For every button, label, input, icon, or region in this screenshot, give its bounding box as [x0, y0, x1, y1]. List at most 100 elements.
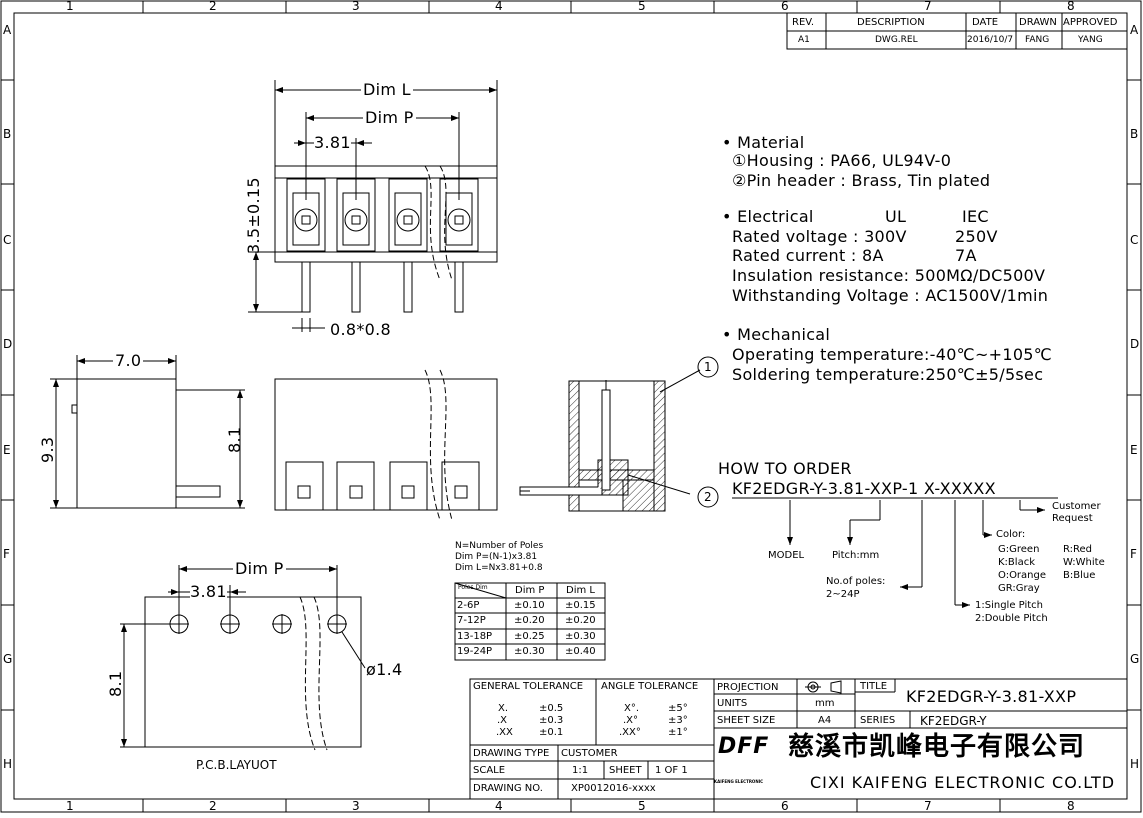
- col-label: 8: [1067, 799, 1075, 813]
- sheet-size-label: SHEET SIZE: [717, 715, 776, 726]
- color-option: B:Blue: [1063, 570, 1096, 581]
- sheet-size-value: A4: [818, 715, 832, 726]
- drawing-no-label: DRAWING NO.: [473, 783, 543, 794]
- gen-tol-key: .X: [497, 715, 508, 726]
- col-label: 5: [638, 799, 646, 813]
- color-option: GR:Gray: [998, 583, 1040, 594]
- tol-cell: ±0.10: [514, 600, 545, 611]
- series-label: SERIES: [860, 715, 896, 726]
- rated-voltage: Rated voltage : 300V: [732, 227, 907, 246]
- row-ticks: [1, 79, 1141, 711]
- front-view: [274, 369, 498, 521]
- pcb-layout: [120, 565, 366, 751]
- tol-cell: ±0.25: [514, 631, 545, 642]
- row-label: G: [3, 652, 13, 666]
- callout-1: 1: [704, 360, 712, 374]
- callout-2: 2: [704, 490, 712, 504]
- width-label: 7.0: [113, 351, 144, 370]
- dim-l-label: Dim L: [361, 80, 413, 99]
- sheet-value: 1 OF 1: [655, 765, 688, 776]
- col-label: 5: [638, 0, 646, 13]
- company-name-en: CIXI KAIFENG ELECTRONIC CO.LTD: [810, 773, 1116, 792]
- angle-tolerance-label: ANGLE TOLERANCE: [601, 681, 699, 692]
- logo-subtext: KAIFENG ELECTRONIC: [714, 779, 764, 784]
- pin-header-spec: ②Pin header : Brass, Tin plated: [732, 171, 991, 190]
- row-label: E: [3, 443, 11, 457]
- tol-cell: 2-6P: [457, 600, 480, 611]
- operating-temp: Operating temperature:-40℃~+105℃: [732, 345, 1053, 364]
- dim-p-label: Dim P: [363, 108, 416, 127]
- pin-label: 0.8*0.8: [330, 320, 391, 339]
- row-label: D: [3, 337, 13, 351]
- sheet-label: SHEET: [609, 765, 642, 776]
- ang-tol-val: ±1°: [668, 727, 688, 738]
- series-value: KF2EDGR-Y: [920, 714, 987, 728]
- tol-cell: 19-24P: [457, 646, 493, 657]
- order-title: HOW TO ORDER: [718, 459, 852, 478]
- row-label: A: [3, 23, 12, 37]
- ang-tol-key: .XX°: [619, 727, 641, 738]
- rated-current: Rated current : 8A: [732, 246, 884, 265]
- tol-cell: ±0.15: [565, 600, 596, 611]
- col-label: 7: [924, 0, 932, 13]
- row-label: D: [1130, 337, 1140, 351]
- order-poles: No.of poles:: [826, 576, 886, 587]
- tol-cell: ±0.30: [565, 631, 596, 642]
- formula-l: Dim L=Nx3.81+0.8: [455, 563, 543, 573]
- body-height-label: 8.1: [225, 426, 244, 453]
- drawing-type-value: CUSTOMER: [561, 748, 618, 759]
- rev-header: APPROVED: [1063, 17, 1118, 28]
- ang-tol-val: ±5°: [668, 703, 688, 714]
- col-label: 4: [495, 799, 503, 813]
- tol-cell: 7-12P: [457, 615, 486, 626]
- ang-tol-val: ±3°: [668, 715, 688, 726]
- color-option: O:Orange: [998, 570, 1047, 581]
- row-label: C: [1130, 233, 1139, 247]
- tol-header: Dim L: [566, 585, 595, 596]
- formula-n: N=Number of Poles: [455, 541, 544, 551]
- rev-value: A1: [798, 35, 810, 45]
- drawing-type-label: DRAWING TYPE: [473, 748, 550, 759]
- col-label: 6: [781, 0, 789, 13]
- pitch-label: 3.81: [314, 133, 351, 152]
- order-poles-range: 2~24P: [826, 589, 860, 600]
- col-label: 6: [781, 799, 789, 813]
- title-label: TITLE: [860, 681, 888, 692]
- projection-icon: [805, 680, 842, 694]
- rated-voltage-iec: 250V: [955, 227, 998, 246]
- col-label: 7: [924, 799, 932, 813]
- gen-tol-key: .XX: [496, 727, 513, 738]
- projection-label: PROJECTION: [717, 682, 779, 693]
- title-value: KF2EDGR-Y-3.81-XXP: [906, 687, 1077, 706]
- material-title: • Material: [722, 133, 805, 152]
- request-label: Request: [1052, 513, 1093, 524]
- revision-table: [786, 12, 1128, 50]
- col-label: 1: [66, 799, 74, 813]
- row-label: A: [1130, 23, 1139, 37]
- tol-cell: 13-18P: [457, 631, 493, 642]
- ang-tol-key: X°.: [624, 703, 640, 714]
- rev-value: FANG: [1025, 35, 1050, 45]
- row-label: G: [1130, 652, 1140, 666]
- color-option: R:Red: [1063, 544, 1093, 555]
- gen-tol-val: ±0.3: [539, 715, 564, 726]
- col-label: 8: [1067, 0, 1075, 13]
- company-logo: DFF: [718, 736, 784, 764]
- tol-cell: ±0.20: [514, 615, 545, 626]
- col-label: 2: [209, 799, 217, 813]
- units-value: mm: [815, 698, 835, 709]
- customer-label: Customer: [1052, 501, 1101, 512]
- order-model-code: KF2EDGR-Y-3.81-XXP-1 X-XXXXX: [732, 479, 996, 498]
- row-label: B: [3, 127, 12, 141]
- row-label: F: [1130, 547, 1137, 561]
- electrical-title: • Electrical: [722, 207, 814, 226]
- column-ticks: [142, 1, 1001, 812]
- top-view: [248, 80, 498, 332]
- withstanding-spec: Withstanding Voltage : AC1500V/1min: [732, 286, 1049, 305]
- logo-mark: DFF: [718, 734, 770, 759]
- rev-value: DWG.REL: [875, 35, 918, 45]
- units-label: UNITS: [717, 698, 748, 709]
- total-height-label: 9.3: [38, 436, 57, 463]
- col-label: 4: [495, 0, 503, 13]
